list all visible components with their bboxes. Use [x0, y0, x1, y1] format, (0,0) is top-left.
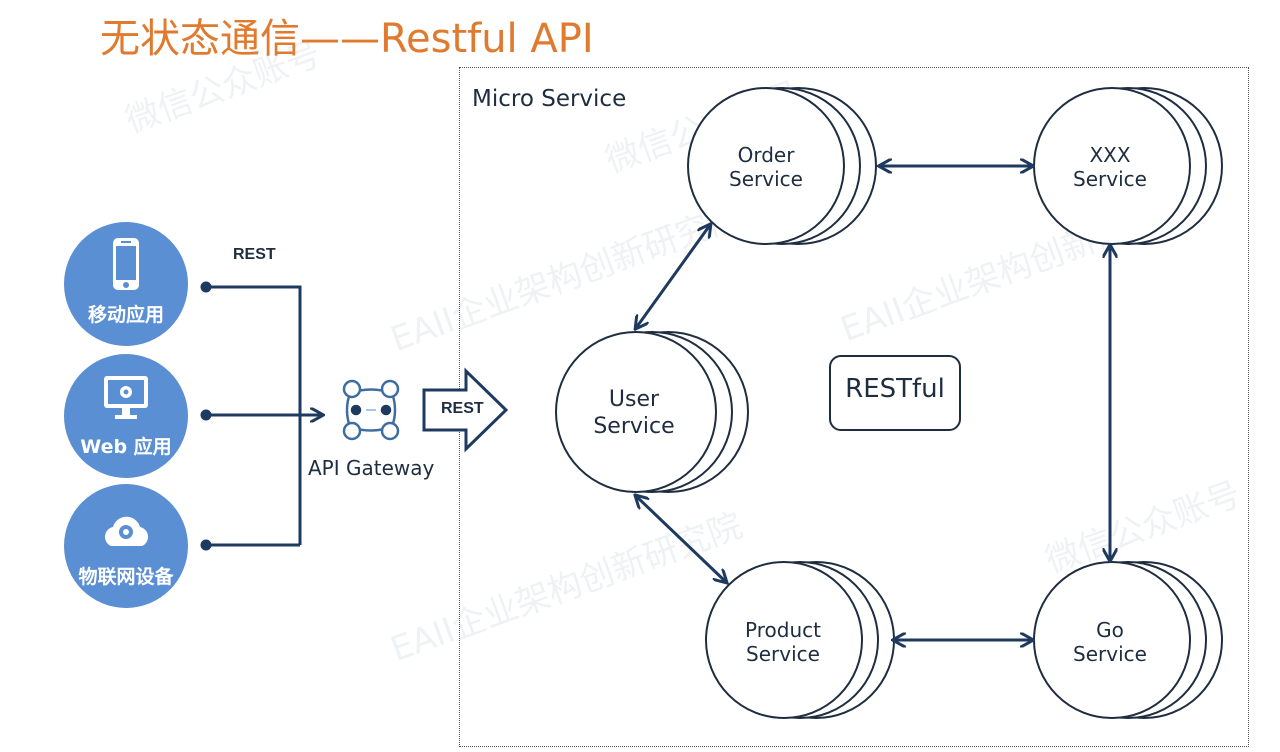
monitor-gear-icon — [104, 376, 148, 419]
gateway-rest-label: REST — [441, 400, 484, 417]
mobile-phone-icon — [113, 238, 139, 290]
client-rest-label: REST — [233, 246, 276, 263]
connector-dot — [200, 281, 212, 293]
micro-service-label: Micro Service — [472, 86, 627, 112]
service-node-xxx — [1033, 87, 1223, 245]
connection-order-user — [636, 225, 710, 328]
service-node-order — [687, 87, 877, 245]
client-iot-device: 物联网设备 — [64, 484, 188, 608]
rest-arrow — [422, 367, 509, 453]
client-web-app: Web 应用 — [64, 354, 188, 478]
connection-user-product — [636, 496, 726, 582]
client-label: Web 应用 — [80, 436, 172, 458]
client-mobile-app: 移动应用 — [64, 222, 188, 346]
service-node-user — [555, 331, 749, 493]
client-label: 移动应用 — [87, 304, 164, 326]
service-node-product — [705, 561, 895, 719]
client-connectors — [200, 281, 322, 551]
restful-badge — [829, 355, 961, 431]
connector-dot — [200, 409, 212, 421]
cloud-gear-icon — [104, 516, 149, 546]
service-layer — [555, 87, 1223, 719]
api-gateway-icon — [342, 379, 400, 441]
service-node-go — [1033, 561, 1223, 719]
connector-dot — [200, 539, 212, 551]
api-gateway-label: API Gateway — [308, 456, 435, 480]
connection-layer — [636, 166, 1110, 640]
restful-label: RESTful — [845, 374, 945, 404]
page-title: 无状态通信——Restful API — [100, 16, 594, 62]
connector-mobile — [206, 285, 302, 545]
service-circle — [705, 561, 863, 719]
service-circle — [687, 87, 845, 245]
service-circle — [555, 331, 717, 493]
client-label: 物联网设备 — [78, 566, 174, 588]
